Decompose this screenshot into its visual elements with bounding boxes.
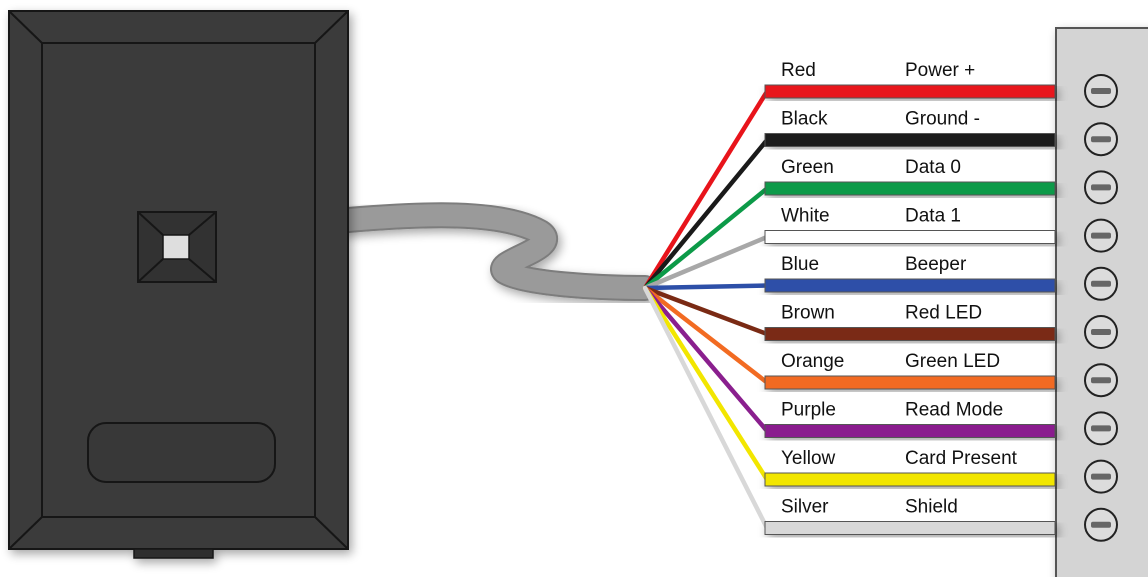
screw-terminal-icon (1084, 507, 1118, 542)
terminal-block-icon (1055, 27, 1148, 577)
card-reader-device-icon (8, 10, 349, 559)
wire-line-black (642, 137, 770, 291)
wire-line-blue (642, 283, 770, 291)
wire-line-orange (642, 285, 770, 385)
wire-bar-silver (764, 521, 1056, 535)
reader-led-indicator (137, 211, 217, 283)
wire-function-label-red: Power + (905, 60, 975, 81)
wire-function-label-white: Data 1 (905, 206, 961, 227)
wire-bar-orange (764, 375, 1056, 390)
wire-bars (764, 84, 1056, 535)
wire-line-silver (642, 285, 770, 531)
screw-terminals (1084, 74, 1118, 542)
wire-line-brown (642, 285, 770, 337)
screw-terminal-icon (1084, 218, 1118, 253)
wire-line-yellow (642, 285, 770, 482)
wire-bar-black (764, 133, 1056, 147)
screw-terminal-icon (1084, 363, 1118, 398)
wire-line-green (642, 186, 770, 291)
wire-bar-green (764, 181, 1056, 196)
wire-function-label-silver: Shield (905, 497, 958, 518)
wire-function-label-brown: Red LED (905, 303, 982, 324)
wire-line-white (642, 234, 770, 291)
reader-cable (335, 202, 658, 301)
wire-bar-white (764, 230, 1056, 244)
wire-color-label-black: Black (781, 109, 828, 130)
wire-color-label-red: Red (781, 60, 816, 81)
wire-function-label-yellow: Card Present (905, 448, 1018, 469)
wire-labels: Red Power + Black Ground - Green Data 0 White D… (781, 60, 1018, 518)
wire-bar-blue (764, 278, 1056, 293)
wire-color-label-blue: Blue (781, 254, 819, 275)
wire-color-label-orange: Orange (781, 351, 844, 372)
screw-terminal-icon (1084, 459, 1118, 494)
wire-color-label-purple: Purple (781, 400, 836, 421)
wire-color-label-yellow: Yellow (781, 448, 836, 469)
wire-color-label-brown: Brown (781, 303, 835, 324)
wire-line-red (642, 89, 770, 291)
screw-terminal-icon (1084, 266, 1118, 301)
screw-terminal-icon (1084, 74, 1118, 108)
wire-function-label-purple: Read Mode (905, 400, 1003, 421)
wire-function-label-blue: Beeper (905, 254, 967, 275)
screw-terminal-icon (1084, 122, 1118, 157)
wire-color-label-green: Green (781, 157, 834, 178)
wire-bar-yellow (764, 472, 1056, 487)
wire-bar-red (764, 84, 1056, 99)
screw-terminal-icon (1084, 170, 1118, 205)
wire-fanout (642, 89, 770, 531)
wire-color-label-white: White (781, 206, 830, 227)
reader-bottom-tab (133, 548, 214, 559)
wire-function-label-green: Data 0 (905, 157, 961, 178)
wire-bar-brown (764, 327, 1056, 341)
wire-color-label-silver: Silver (781, 497, 829, 518)
wire-bar-purple (764, 424, 1056, 438)
screw-terminal-icon (1084, 411, 1118, 446)
wire-function-label-orange: Green LED (905, 351, 1000, 372)
wire-function-label-black: Ground - (905, 109, 980, 130)
reader-label-recess (87, 422, 276, 483)
wire-line-purple (642, 285, 770, 434)
screw-terminal-icon (1084, 315, 1118, 349)
